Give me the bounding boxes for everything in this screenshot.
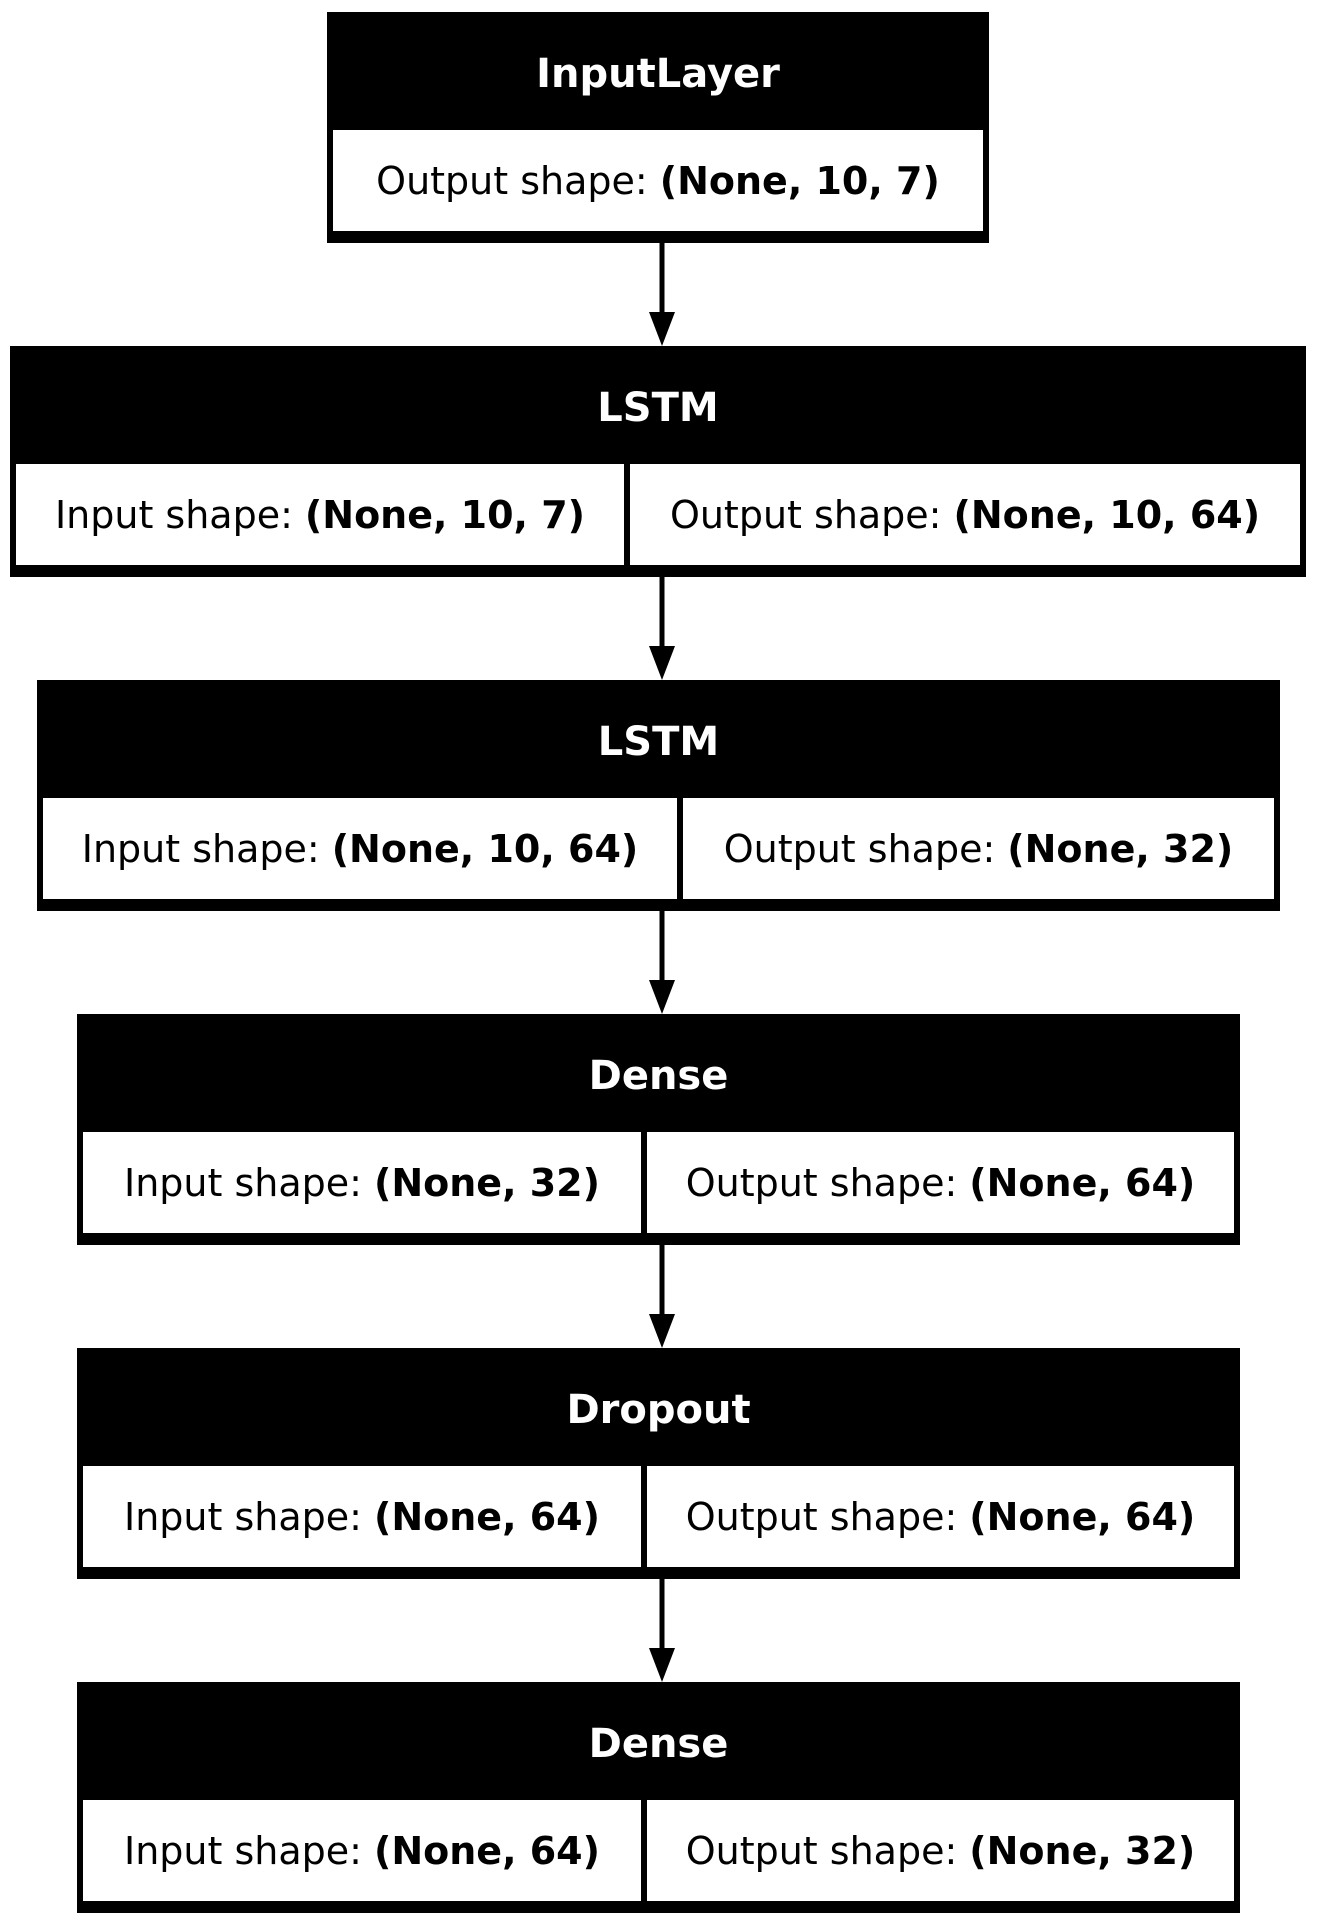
node-title: LSTM <box>597 385 719 431</box>
arrowhead-icon <box>649 980 675 1014</box>
node-dropout: Dropout Input shape: (None, 64) Output s… <box>77 1348 1240 1579</box>
edge-arrow <box>649 1245 675 1348</box>
edge-arrow <box>649 1579 675 1682</box>
field-label: Input shape: <box>81 826 320 871</box>
field-value: (None, 64) <box>373 1494 600 1539</box>
edge-arrow <box>649 911 675 1014</box>
arrowhead-icon <box>649 312 675 346</box>
field-value: (None, 64) <box>969 1494 1196 1539</box>
output-shape-cell: Output shape: (None, 32) <box>647 1800 1234 1901</box>
arrowhead-icon <box>649 1314 675 1348</box>
node-title: LSTM <box>597 719 720 765</box>
edge-arrow <box>649 577 675 680</box>
field-label: Output shape: <box>685 1828 958 1873</box>
node-title: Dropout <box>566 1387 751 1433</box>
arrowhead-icon <box>649 646 675 680</box>
field-value: (None, 10, 64) <box>953 492 1261 537</box>
edge-arrow <box>649 243 675 346</box>
field-label: Output shape: <box>723 826 996 871</box>
field-label: Output shape: <box>685 1160 958 1205</box>
field-value: (None, 32) <box>1007 826 1234 871</box>
field-value: (None, 10, 64) <box>331 826 639 871</box>
node-body: Input shape: (None, 64) Output shape: (N… <box>83 1466 1234 1567</box>
node-body: Input shape: (None, 10, 7) Output shape:… <box>16 464 1300 565</box>
field-label: Output shape: <box>669 492 942 537</box>
field-value: (None, 64) <box>373 1828 600 1873</box>
node-input-layer: InputLayer Output shape: (None, 10, 7) <box>327 12 989 243</box>
field-value: (None, 32) <box>969 1828 1196 1873</box>
output-shape-cell: Output shape: (None, 64) <box>647 1466 1234 1567</box>
input-shape-cell: Input shape: (None, 10, 64) <box>43 798 677 899</box>
field-label: Input shape: <box>124 1494 362 1539</box>
node-body: Output shape: (None, 10, 7) <box>333 130 983 231</box>
node-title: InputLayer <box>536 51 780 97</box>
node-body: Input shape: (None, 32) Output shape: (N… <box>83 1132 1234 1233</box>
output-shape-cell: Output shape: (None, 10, 64) <box>630 464 1300 565</box>
node-lstm-2: LSTM Input shape: (None, 10, 64) Output … <box>37 680 1280 911</box>
node-body: Input shape: (None, 64) Output shape: (N… <box>83 1800 1234 1901</box>
input-shape-cell: Input shape: (None, 64) <box>83 1466 641 1567</box>
node-dense-1: Dense Input shape: (None, 32) Output sha… <box>77 1014 1240 1245</box>
node-dense-2: Dense Input shape: (None, 64) Output sha… <box>77 1682 1240 1913</box>
output-shape-cell: Output shape: (None, 64) <box>647 1132 1234 1233</box>
field-label: Output shape: <box>685 1494 958 1539</box>
field-label: Output shape: <box>376 158 648 203</box>
output-shape-cell: Output shape: (None, 10, 7) <box>333 130 983 231</box>
input-shape-cell: Input shape: (None, 10, 7) <box>16 464 624 565</box>
field-label: Input shape: <box>124 1828 362 1873</box>
field-value: (None, 10, 7) <box>659 158 940 203</box>
input-shape-cell: Input shape: (None, 32) <box>83 1132 641 1233</box>
input-shape-cell: Input shape: (None, 64) <box>83 1800 641 1901</box>
field-value: (None, 10, 7) <box>304 492 586 537</box>
node-body: Input shape: (None, 10, 64) Output shape… <box>43 798 1274 899</box>
field-value: (None, 32) <box>373 1160 600 1205</box>
field-label: Input shape: <box>54 492 293 537</box>
field-label: Input shape: <box>124 1160 362 1205</box>
field-value: (None, 64) <box>969 1160 1196 1205</box>
node-title: Dense <box>588 1721 729 1767</box>
node-title: Dense <box>588 1053 729 1099</box>
output-shape-cell: Output shape: (None, 32) <box>683 798 1274 899</box>
arrowhead-icon <box>649 1648 675 1682</box>
node-lstm-1: LSTM Input shape: (None, 10, 7) Output s… <box>10 346 1306 577</box>
